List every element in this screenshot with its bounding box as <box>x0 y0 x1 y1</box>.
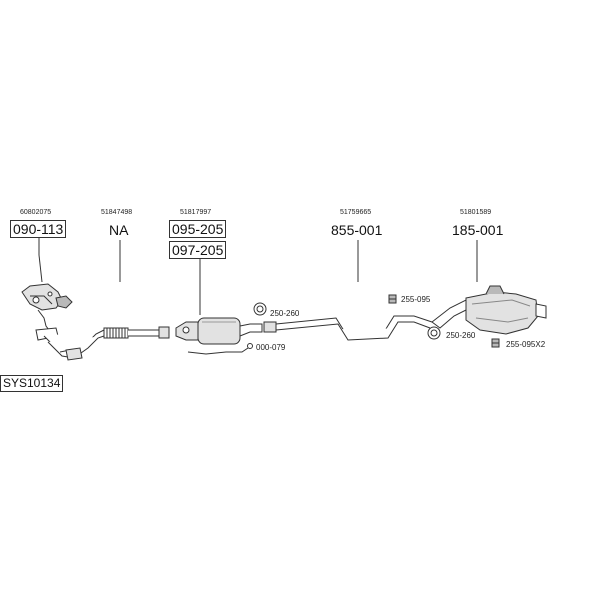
part-oe-number: 60802075 <box>20 209 52 216</box>
rear-silencer <box>431 285 547 335</box>
part-oe-number: 51817997 <box>180 209 212 216</box>
part-oe-number: 51801589 <box>460 209 492 216</box>
mount-front <box>388 294 397 304</box>
part-code[interactable]: 855-001 <box>331 222 383 238</box>
system-code-label: SYS10134 <box>0 375 64 392</box>
part-code[interactable]: NA <box>109 222 129 238</box>
clamp-front-label[interactable]: 250-260 <box>270 309 300 318</box>
part-code[interactable]: 090-113 <box>10 220 67 238</box>
front-pipe <box>43 329 105 361</box>
part-code[interactable]: 095-205 <box>169 220 227 238</box>
manifold-catalyst <box>21 283 73 341</box>
mount-rear-label[interactable]: 255-095X2 <box>506 340 546 349</box>
centre-pipe <box>263 315 433 341</box>
sensor-kit-label[interactable]: 000-079 <box>256 343 286 352</box>
leader-lines <box>38 237 478 315</box>
diesel-particulate-filter <box>175 317 263 345</box>
part-oe-number: 51847498 <box>101 209 133 216</box>
part-oe-number: 51759665 <box>340 209 372 216</box>
mount-rear <box>491 338 500 348</box>
clamp-front <box>253 302 267 316</box>
sensor-wire <box>187 343 253 355</box>
part-code[interactable]: 185-001 <box>452 222 504 238</box>
mount-front-label[interactable]: 255-095 <box>401 295 431 304</box>
clamp-rear-label[interactable]: 250-260 <box>446 331 476 340</box>
flex-pipe <box>103 326 170 339</box>
part-alt-code[interactable]: 097-205 <box>169 241 227 259</box>
clamp-rear <box>427 326 441 340</box>
